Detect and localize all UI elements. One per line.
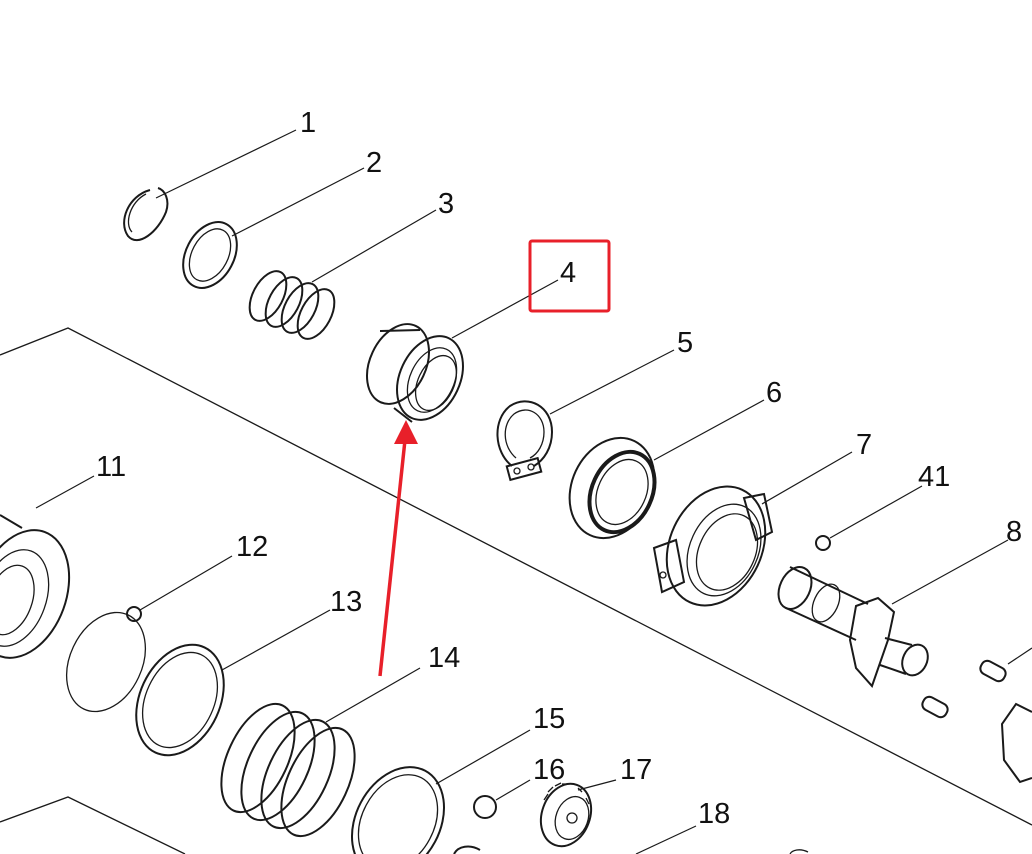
part-2-washer[interactable] <box>172 213 247 297</box>
part-partial-bottom <box>453 845 809 854</box>
callout-labels: 1 2 3 4 5 6 7 41 8 11 12 13 14 15 16 17 … <box>96 107 1022 830</box>
pin-part <box>921 659 1032 784</box>
callout-14[interactable]: 14 <box>428 642 460 674</box>
callout-1[interactable]: 1 <box>300 107 316 139</box>
callout-12[interactable]: 12 <box>236 531 268 563</box>
callout-13[interactable]: 13 <box>330 586 362 618</box>
callout-41[interactable]: 41 <box>918 461 950 493</box>
part-15-washer[interactable] <box>334 751 463 854</box>
part-4-bushing[interactable] <box>355 314 476 430</box>
part-11-large-bearing[interactable] <box>0 514 86 671</box>
callout-7[interactable]: 7 <box>856 429 872 461</box>
callout-11[interactable]: 11 <box>96 451 126 483</box>
assembly-plane-outline <box>0 327 1032 854</box>
red-arrow-to-part-4 <box>378 420 418 677</box>
callout-6[interactable]: 6 <box>766 377 782 409</box>
part-41-ball[interactable] <box>815 535 831 551</box>
part-5-circlip[interactable] <box>496 400 554 482</box>
part-16-ball[interactable] <box>473 795 497 819</box>
callout-4[interactable]: 4 <box>560 257 576 289</box>
part-14-large-spring[interactable] <box>206 693 369 847</box>
callout-8[interactable]: 8 <box>1006 516 1022 548</box>
part-13-large-washer[interactable] <box>119 631 241 770</box>
callout-15[interactable]: 15 <box>533 703 565 735</box>
callout-18[interactable]: 18 <box>698 798 730 830</box>
callout-17[interactable]: 17 <box>620 754 652 786</box>
part-3-small-spring[interactable] <box>242 265 342 345</box>
highlight-box-callout-4 <box>528 239 611 313</box>
callout-3[interactable]: 3 <box>438 188 454 220</box>
callout-5[interactable]: 5 <box>677 327 693 359</box>
part-7-housing[interactable] <box>648 470 784 621</box>
leader-lines <box>35 129 1032 854</box>
part-6-bearing[interactable] <box>554 424 670 552</box>
part-8-shaft[interactable] <box>772 562 933 688</box>
part-12-o-ring[interactable] <box>51 600 160 725</box>
part-17-knurled-nut[interactable] <box>533 777 600 854</box>
callout-2[interactable]: 2 <box>366 147 382 179</box>
part-1-snap-ring[interactable] <box>123 187 169 242</box>
callout-16[interactable]: 16 <box>533 754 565 786</box>
